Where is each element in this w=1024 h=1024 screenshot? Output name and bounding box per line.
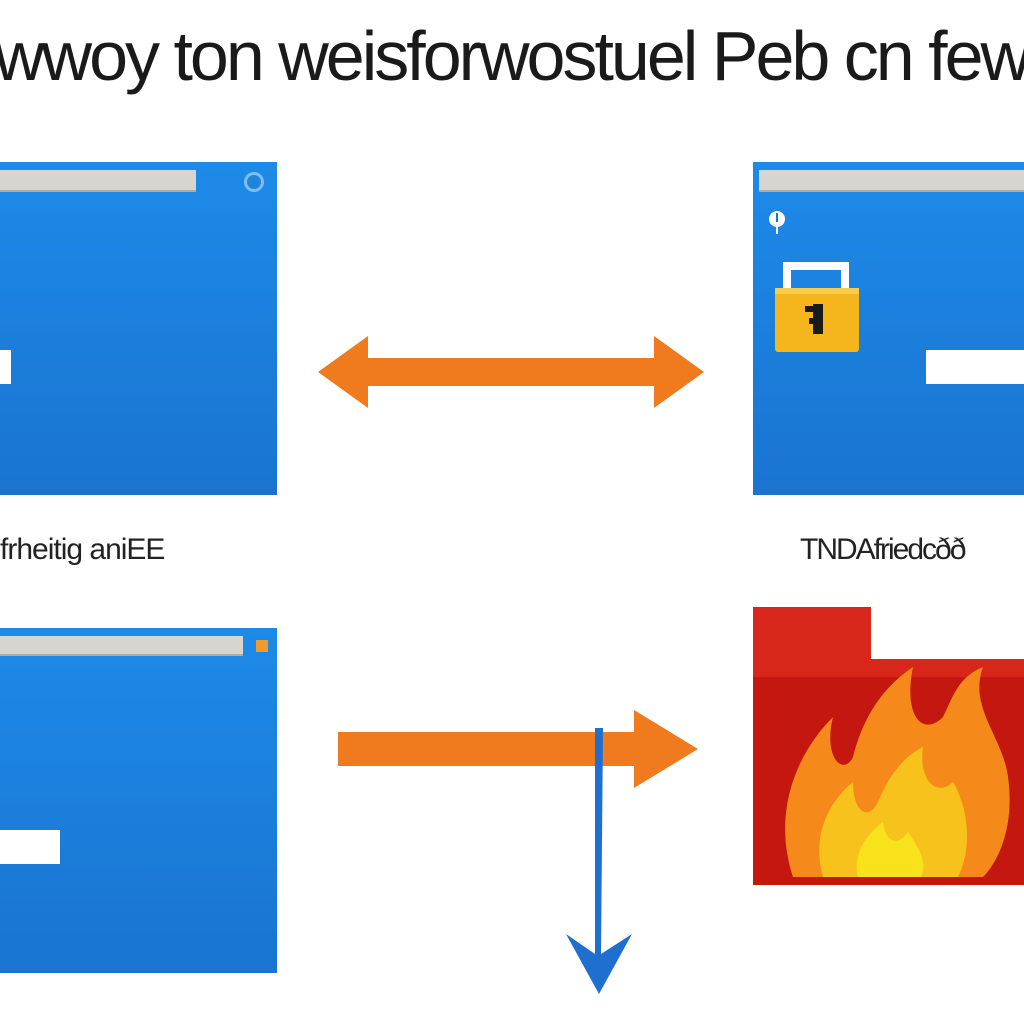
double-arrow-icon [318,336,704,408]
top-left-window-titlebar [0,170,196,192]
top-right-window-titlebar [759,170,1024,192]
top-left-window [0,162,277,495]
top-right-window [753,162,1024,495]
right-arrow-icon [338,710,698,788]
label-left: frheitig aniEE [0,533,165,566]
down-arrow-icon [566,728,632,994]
bottom-left-window-titlebar [0,636,243,656]
label-right: TNDAfriedcðð [800,533,966,566]
pin-icon [769,211,785,234]
square-button-icon [256,640,268,652]
padlock-icon [775,262,859,352]
diagram-title: wwoy ton weisforwostuel Peb cn fewe [0,17,1024,95]
bottom-left-window-input-field [0,830,60,864]
top-right-window-input-field [926,350,1024,384]
top-left-window-input-field [0,350,11,384]
circle-button-icon [244,172,264,192]
bottom-left-window [0,628,277,973]
fire-icon [753,607,1024,885]
